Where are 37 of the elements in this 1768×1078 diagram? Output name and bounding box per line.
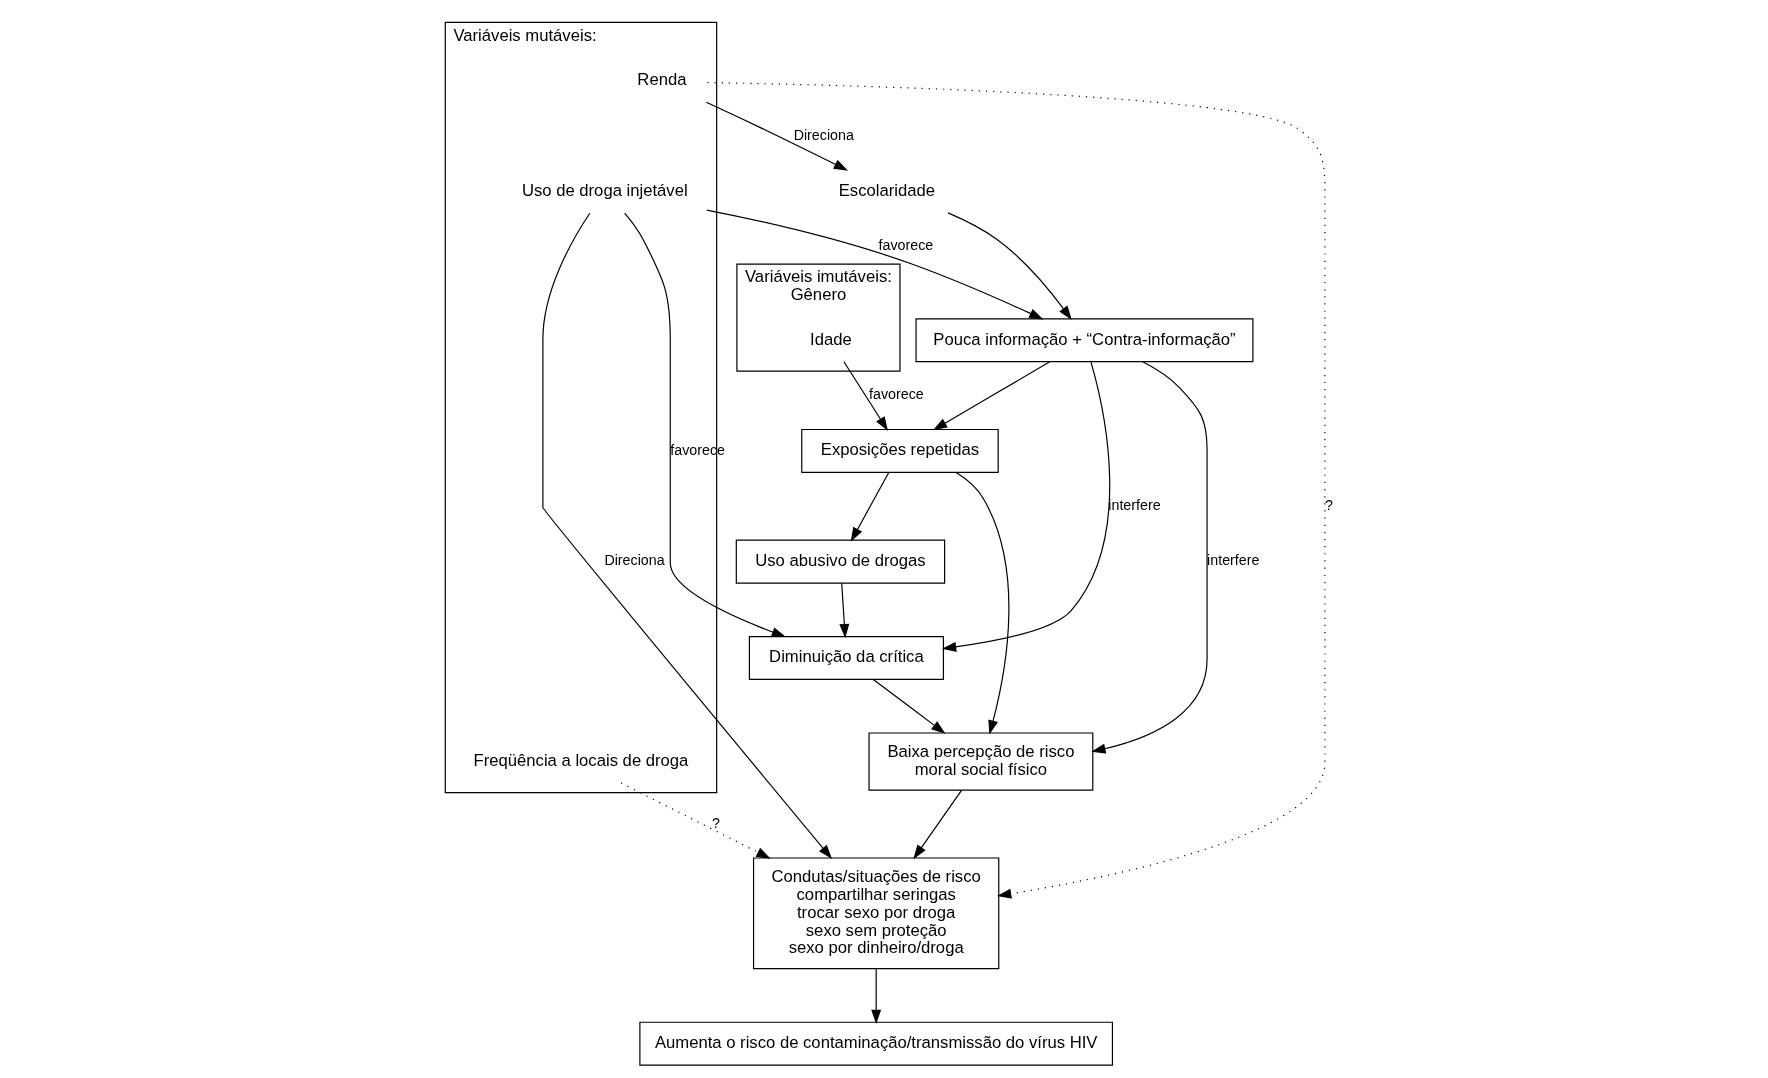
arrow [541, 212, 832, 859]
edge-label: favorece [868, 386, 924, 403]
edge-label: favorece [878, 237, 933, 254]
edge-label: Direciona [603, 552, 665, 569]
arrow [623, 212, 786, 638]
arrow [941, 361, 1110, 652]
node-box: Condutas/situações de risco compartilhar seringas trocar sexo por droga sexo sem proteção sexo por dinheiro/droga [752, 857, 999, 970]
arrow [620, 782, 771, 859]
arrow [932, 361, 1050, 431]
node-text: Idade [809, 329, 852, 349]
arrow [842, 361, 888, 431]
arrow [872, 679, 945, 734]
edge-label: interfere [1206, 552, 1259, 569]
arrow [1090, 361, 1208, 754]
node-box: Aumenta o risco de contaminação/transmissão do vírus HIV [638, 1021, 1113, 1066]
arrow [706, 82, 1325, 899]
node-text: Escolaridade [838, 180, 935, 200]
arrow [705, 101, 848, 171]
node-text: Freqüência a locais de droga [473, 750, 688, 770]
node-text: Renda [636, 70, 686, 90]
arrow [850, 471, 889, 542]
edge-label: ? [711, 814, 720, 831]
arrow [946, 212, 1072, 321]
arrow [705, 209, 1043, 320]
node-box: Pouca informação + “Contra-informação” [914, 318, 1253, 363]
arrow [955, 472, 1009, 735]
arrow [912, 789, 962, 860]
node-box: Baixa percepção de risco moral social físico [867, 732, 1093, 791]
node-text: Uso de droga injetável [521, 180, 688, 200]
edge-label: ? [1324, 496, 1333, 513]
edge-label: Direciona [793, 126, 854, 143]
edge-label: interfere [1107, 496, 1161, 513]
node-box: Diminuição da crítica [748, 636, 944, 681]
arrow [838, 582, 849, 639]
node-box: Uso abusivo de drogas [735, 539, 945, 584]
node-box: Exposições repetidas [800, 428, 999, 473]
arrow [870, 968, 881, 1025]
